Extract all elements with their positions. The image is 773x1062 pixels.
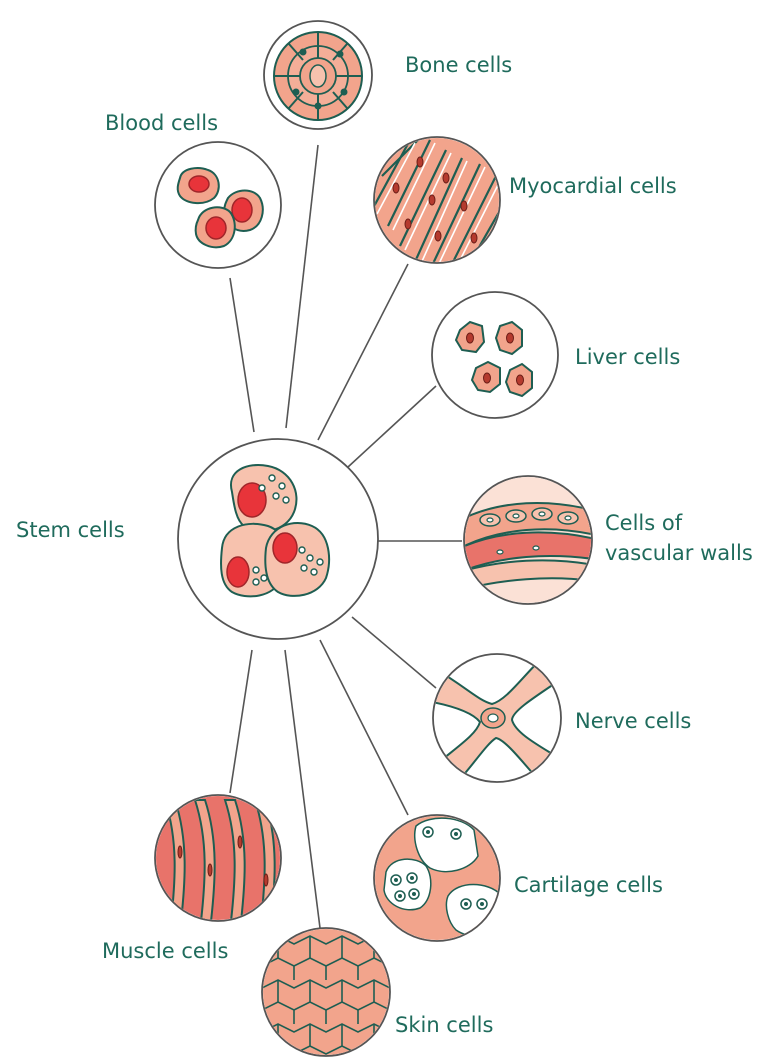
connector-nerve	[352, 617, 436, 688]
blood-cells-label: Blood cells	[105, 111, 218, 135]
bone-cells-illustration	[274, 32, 362, 120]
connector-skin	[285, 650, 320, 928]
blood-cells-node: Blood cells	[105, 111, 281, 268]
vascular-cells-label-line-1: Cells of	[605, 511, 683, 535]
myocardial-cells-illustration	[370, 130, 510, 274]
liver-cells-node: Liver cells	[432, 292, 680, 418]
bone-cells-node: Bone cells	[264, 21, 512, 129]
nerve-cells-node: Nerve cells	[430, 654, 691, 790]
nerve-cells-label: Nerve cells	[575, 709, 691, 733]
stem-cells-node: Stem cells	[16, 439, 378, 639]
muscle-cells-label: Muscle cells	[102, 939, 228, 963]
vascular-cells-label-line-2: vascular walls	[605, 541, 753, 565]
muscle-cells-illustration	[150, 790, 290, 930]
connector-muscle	[230, 650, 252, 793]
liver-cells-circle	[432, 292, 558, 418]
connector-bone	[286, 145, 318, 428]
cartilage-cells-label: Cartilage cells	[514, 873, 663, 897]
connector-cartilage	[320, 640, 408, 815]
connector-liver	[348, 386, 436, 467]
skin-cells-illustration	[258, 924, 398, 1062]
connector-myocardial	[318, 264, 408, 440]
vascular-cells-node: Cells of vascular walls	[460, 470, 753, 610]
cartilage-cells-node: Cartilage cells	[370, 810, 663, 950]
muscle-cells-node: Muscle cells	[102, 790, 290, 963]
skin-cells-node: Skin cells	[258, 924, 493, 1062]
bone-cells-label: Bone cells	[405, 53, 512, 77]
cartilage-cells-illustration	[370, 810, 510, 950]
myocardial-cells-label: Myocardial cells	[509, 174, 677, 198]
stem-cells-label: Stem cells	[16, 518, 125, 542]
myocardial-cells-node: Myocardial cells	[370, 130, 677, 274]
skin-cells-label: Skin cells	[395, 1013, 493, 1037]
vascular-cells-illustration	[460, 470, 600, 610]
connector-blood	[230, 278, 254, 432]
liver-cells-label: Liver cells	[575, 345, 680, 369]
